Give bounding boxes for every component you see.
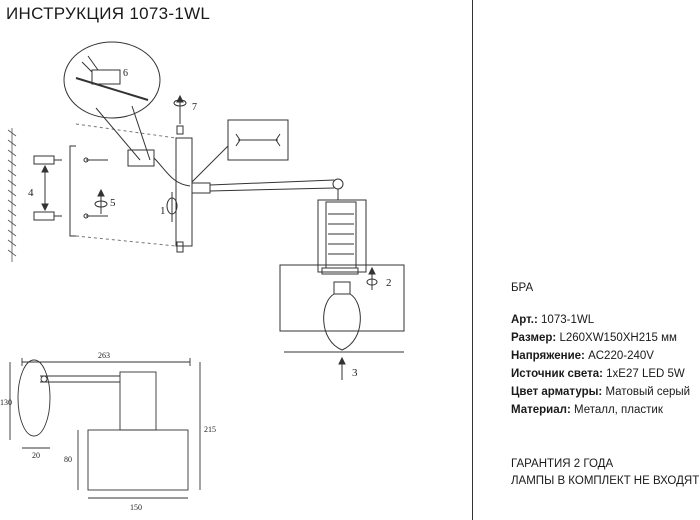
rotate-icon-step-5 — [94, 188, 108, 214]
spec-light-source: Источник света: 1xE27 LED 5W — [511, 368, 685, 380]
shade-top — [321, 267, 359, 275]
step-4-label: 4 — [28, 187, 34, 199]
wall-hatch — [7, 128, 17, 262]
step-5-label: 5 — [110, 197, 116, 209]
dim-height-label: 215 — [204, 425, 216, 434]
spec-material: Материал: Металл, пластик — [511, 404, 663, 416]
step-1-label: 1 — [160, 205, 166, 217]
dim-length-label: 263 — [98, 351, 110, 360]
warranty-note: ГАРАНТИЯ 2 ГОДА — [511, 458, 614, 470]
spec-article: Арт.: 1073-1WL — [511, 314, 595, 326]
page-divider — [472, 0, 473, 520]
step-3-label: 3 — [352, 367, 358, 379]
socket — [317, 199, 367, 273]
light-bulb — [323, 281, 361, 351]
projection-lines — [75, 123, 177, 247]
arrow-step-4 — [41, 164, 49, 212]
wall-anchors — [33, 155, 62, 221]
dim-depth-label: 20 — [32, 451, 40, 460]
dim-plate-label: 130 — [0, 398, 12, 407]
step-6-label: 6 — [123, 68, 128, 79]
product-type: БРА — [511, 282, 534, 294]
leader-line — [191, 145, 229, 183]
arrow-step-3 — [338, 356, 346, 380]
mounting-bracket — [69, 145, 76, 237]
rotate-icon-step-1 — [166, 192, 178, 222]
page-title: ИНСТРУКЦИЯ 1073-1WL — [6, 4, 211, 23]
rotate-icon-step-2 — [366, 266, 378, 290]
wall-plate — [175, 137, 193, 247]
screws — [83, 157, 108, 219]
lamp-arm — [191, 178, 344, 200]
rotate-icon-step-7 — [173, 94, 187, 135]
step-2-label: 2 — [386, 277, 392, 289]
spec-voltage: Напряжение: AC220-240V — [511, 350, 654, 362]
terminal-block — [127, 149, 155, 167]
dim-shade-width-label: 150 — [130, 503, 142, 512]
wrench-icon — [235, 133, 281, 147]
installation-drawing: 4 5 6 1 — [0, 41, 405, 512]
spec-color: Цвет арматуры: Матовый серый — [511, 386, 691, 398]
step-7-label: 7 — [192, 102, 197, 113]
dim-shade-height-label: 80 — [64, 455, 72, 464]
shade-box — [279, 264, 405, 332]
wrench-box — [227, 119, 289, 161]
terminal-callout — [63, 41, 161, 161]
dimension-drawing — [9, 358, 201, 499]
spec-size: Размер: L260XW150XH215 мм — [511, 332, 677, 344]
bulb-note: ЛАМПЫ В КОМПЛЕКТ НЕ ВХОДЯТ — [511, 475, 700, 487]
wire — [153, 157, 191, 187]
bottom-screw — [176, 241, 184, 253]
